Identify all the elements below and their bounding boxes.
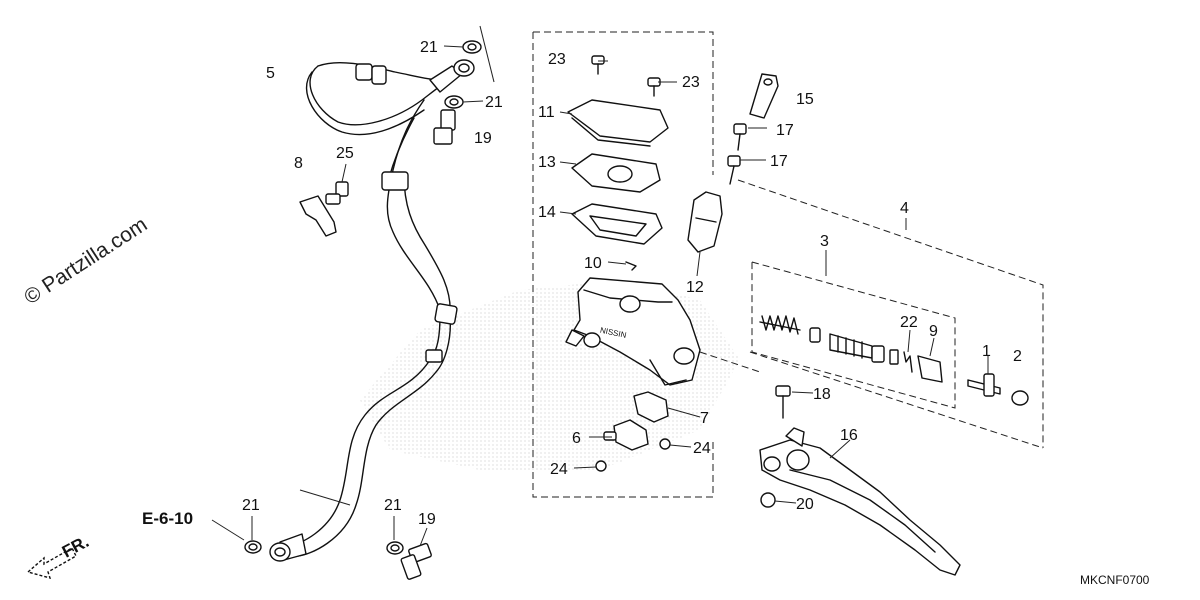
callout-24b: 24 [550, 461, 568, 478]
callout-18: 18 [813, 386, 831, 403]
callout-20: 20 [796, 496, 814, 513]
diagram-code: MKCNF0700 [1080, 573, 1150, 587]
circlip [903, 351, 913, 373]
callout-15: 15 [796, 91, 814, 108]
callout-19b: 19 [418, 511, 436, 528]
callout-25: 25 [336, 145, 354, 162]
callout-22: 22 [900, 314, 918, 331]
reservoir-cap [567, 99, 669, 143]
callout-21a: 21 [420, 39, 438, 56]
callout-14: 14 [538, 204, 556, 221]
clutch-switch [633, 391, 669, 423]
piston-seal [889, 349, 899, 365]
master-cylinder-frame [532, 31, 714, 498]
callout-7: 7 [700, 410, 709, 427]
callout-23a: 23 [548, 51, 566, 68]
pivot-nut [1011, 390, 1029, 406]
callout-10: 10 [584, 255, 602, 272]
callout-21d: 21 [384, 497, 402, 514]
assembly-frame [699, 179, 1044, 449]
lever-holder [687, 191, 723, 253]
sealing-washer-4 [386, 541, 404, 555]
lever-nut [760, 492, 776, 508]
spring [759, 315, 801, 335]
cap-screw-2 [647, 77, 661, 97]
callout-21c: 21 [242, 497, 260, 514]
holder-bolt-1 [733, 123, 747, 151]
spring-seat [809, 327, 821, 343]
diaphragm [571, 203, 663, 245]
callout-5: 5 [266, 65, 275, 82]
boot [917, 355, 943, 383]
callout-17a: 17 [776, 122, 794, 139]
banjo-bolt-upper [433, 109, 456, 145]
callout-1: 1 [982, 343, 991, 360]
callout-3: 3 [820, 233, 829, 250]
starter-switch [613, 419, 649, 451]
callout-12: 12 [686, 279, 704, 296]
clutch-lever [759, 427, 961, 576]
switch-screw-2 [595, 460, 607, 472]
lever-pivot-bolt [775, 385, 791, 419]
sealing-washer-2 [444, 95, 464, 109]
clamp-bolt [325, 181, 349, 205]
callout-24a: 24 [693, 440, 711, 457]
callout-23b: 23 [682, 74, 700, 91]
callout-11: 11 [538, 104, 555, 121]
callout-16: 16 [840, 427, 858, 444]
pin [625, 261, 637, 271]
callout-13: 13 [538, 154, 556, 171]
holder-bolt-2 [727, 155, 741, 185]
master-cylinder-body: NISSIN [565, 277, 701, 386]
leader-lines [211, 25, 989, 547]
clutch-hose [269, 59, 475, 562]
lever-cover [749, 73, 779, 119]
section-reference: E-6-10 [142, 509, 193, 528]
front-direction-label: FR. [59, 532, 92, 562]
hose-clamp [299, 195, 337, 237]
piston-kit-frame [751, 261, 956, 409]
callout-21b: 21 [485, 94, 503, 111]
cap-screw-1 [591, 55, 605, 75]
callout-17b: 17 [770, 153, 788, 170]
banjo-bolt-lower [400, 542, 432, 580]
pivot-bolt [967, 373, 1001, 397]
callout-19a: 19 [474, 130, 492, 147]
switch-screw-1 [659, 438, 671, 450]
callout-4: 4 [900, 200, 909, 217]
front-direction-arrow: FR. [26, 532, 92, 580]
callout-9: 9 [929, 323, 938, 340]
callout-8: 8 [294, 155, 303, 172]
sealing-washer-1 [462, 40, 482, 54]
sealing-washer-3 [244, 540, 262, 554]
piston [829, 333, 885, 363]
diaphragm-plate [571, 153, 661, 193]
watermark-text: © Partzilla.com [20, 213, 151, 309]
callout-6: 6 [572, 430, 581, 447]
callout-2: 2 [1013, 348, 1022, 365]
